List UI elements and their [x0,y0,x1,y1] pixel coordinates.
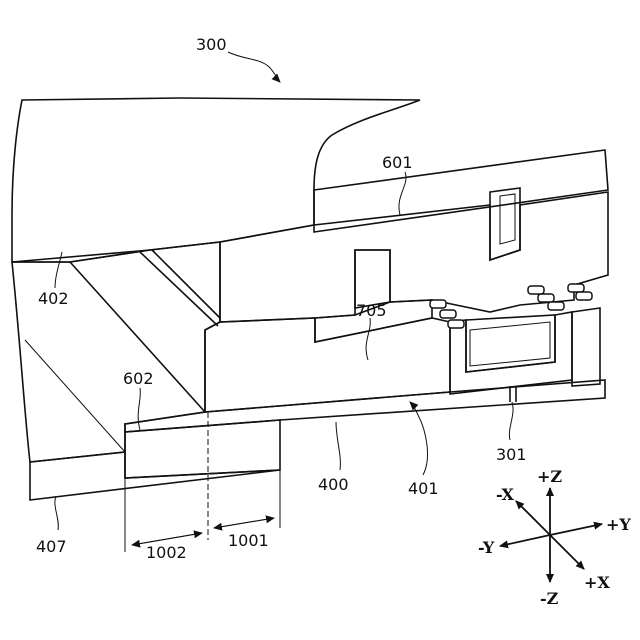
plate-407 [30,452,280,500]
axis-label-py: +Y [606,515,631,534]
label-407: 407 [36,537,67,556]
block-602 [125,420,280,478]
slot-row-left [430,300,464,328]
vertical-tab [490,188,520,260]
member-705 [205,318,450,412]
plate-400 [125,380,605,432]
axis-label-nx: -X [496,485,514,504]
label-601: 601 [382,153,413,172]
axis-label-ny: -Y [478,538,495,557]
label-1002: 1002 [146,543,187,562]
left-body-block [12,242,220,462]
axis-label-nz: -Z [540,589,559,608]
label-300: 300 [196,35,227,54]
label-402: 402 [38,289,69,308]
axis-ny-arrow [500,535,550,546]
axis-triad: +Z -Z -X +X +Y -Y [478,467,631,608]
label-705: 705 [356,301,387,320]
axis-label-pz: +Z [537,467,562,486]
leader-lines [55,52,513,530]
channel-301 [450,308,600,402]
axis-py-arrow [550,524,602,535]
axis-px-arrow [550,535,584,569]
axis-nx-arrow [516,501,550,535]
axis-label-px: +X [584,573,610,592]
housing-402 [12,98,420,262]
label-400: 400 [318,475,349,494]
reference-labels: 300 601 402 705 602 400 401 301 407 1002… [36,35,527,562]
label-1001: 1001 [228,531,269,550]
label-301: 301 [496,445,527,464]
label-401: 401 [408,479,439,498]
slot-row-right [528,284,592,310]
label-602: 602 [123,369,154,388]
slot-feature [315,250,432,342]
